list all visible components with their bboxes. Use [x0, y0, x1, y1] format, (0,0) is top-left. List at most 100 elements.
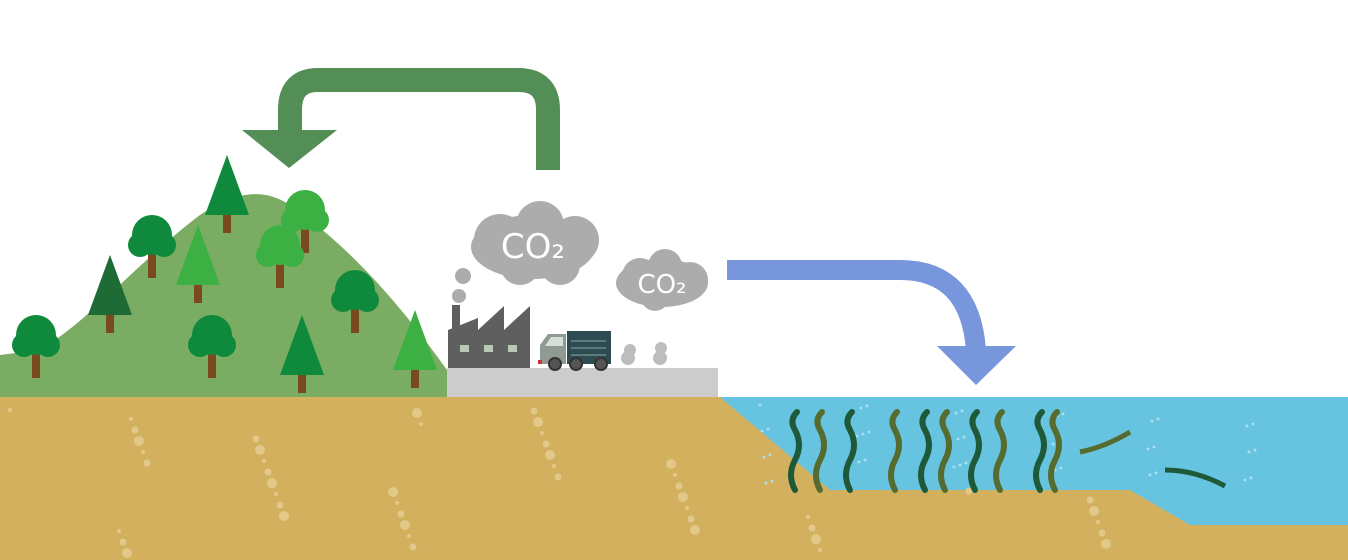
pine-crown	[88, 255, 132, 315]
pine-crown	[393, 310, 437, 370]
pebble	[545, 450, 555, 460]
sand-ground	[0, 397, 1348, 560]
tree-trunk	[223, 205, 231, 233]
smoke-puff	[452, 289, 466, 303]
tree-crown	[152, 233, 176, 257]
co2-label-small: CO₂	[637, 270, 686, 300]
pine-crown	[280, 315, 324, 375]
tree-trunk	[298, 365, 306, 393]
seaweed-bed	[788, 409, 1227, 493]
tree	[281, 190, 329, 253]
tree-trunk	[351, 305, 359, 333]
pebble	[141, 450, 145, 454]
pebble	[811, 534, 821, 544]
seaweed	[938, 409, 952, 493]
bubble	[1251, 422, 1255, 426]
seaweed	[888, 409, 902, 493]
tree-trunk	[106, 305, 114, 333]
tree-trunk	[208, 350, 216, 378]
pebble	[687, 515, 695, 523]
bubble	[1247, 450, 1251, 454]
pine-crown	[176, 225, 220, 285]
pebble	[119, 538, 127, 546]
bubble	[1245, 424, 1249, 428]
pebble	[264, 468, 272, 476]
pebble	[131, 426, 139, 434]
pebble	[965, 487, 973, 495]
seaweed	[968, 409, 982, 493]
bubble	[1249, 476, 1253, 480]
absorption-arrow-to-ocean	[727, 260, 1016, 385]
co2-cloud-large: CO₂	[471, 201, 599, 285]
tree-crown	[331, 288, 355, 312]
pebble	[412, 408, 422, 418]
bubble	[1243, 478, 1247, 482]
bubble	[1156, 417, 1160, 421]
bubble	[859, 406, 863, 410]
pebble	[690, 525, 700, 535]
bubble	[758, 403, 762, 407]
tree-crown	[128, 233, 152, 257]
bubble	[1061, 412, 1065, 416]
pebble	[673, 473, 677, 477]
bubble	[962, 435, 966, 439]
tree-crown	[305, 208, 329, 232]
pebble	[678, 492, 688, 502]
tree-crown	[281, 208, 305, 232]
sand-pebbles	[8, 407, 1111, 558]
pebble	[1096, 520, 1100, 524]
pebble	[117, 529, 121, 533]
pebble	[818, 548, 822, 552]
pebble	[542, 440, 550, 448]
pebble	[540, 431, 544, 435]
factory	[448, 268, 530, 368]
bubble	[764, 481, 768, 485]
pebble	[530, 407, 538, 415]
pebble	[252, 435, 260, 443]
pebble	[808, 524, 816, 532]
pebble	[395, 501, 399, 505]
arrow-head-icon	[937, 346, 1016, 385]
pebble	[552, 464, 556, 468]
tree	[256, 225, 304, 288]
bubble	[762, 455, 766, 459]
pebble	[806, 515, 810, 519]
bubble	[865, 404, 869, 408]
pebble	[122, 548, 132, 558]
bubble	[855, 434, 859, 438]
bubble	[1154, 471, 1158, 475]
truck	[538, 331, 611, 371]
road	[447, 368, 718, 397]
seaweed	[788, 409, 802, 493]
tree-trunk	[301, 225, 309, 253]
pebble	[279, 511, 289, 521]
seaweed	[843, 409, 857, 493]
bubble	[1150, 419, 1154, 423]
seaweed-drifting	[1079, 429, 1132, 455]
bubble	[760, 429, 764, 433]
bubble	[964, 461, 968, 465]
pebble	[419, 422, 423, 426]
pebble	[255, 445, 265, 455]
pebble	[262, 459, 266, 463]
seaweed	[993, 409, 1007, 493]
pebble	[134, 436, 144, 446]
pine-crown	[205, 155, 249, 215]
tree-crown	[256, 243, 280, 267]
pebble	[129, 417, 133, 421]
bubble	[863, 458, 867, 462]
tree	[205, 155, 249, 233]
bubble	[867, 430, 871, 434]
pebble	[274, 492, 278, 496]
pebble	[1086, 496, 1094, 504]
pebble	[8, 408, 12, 412]
tree-crown	[188, 333, 212, 357]
pebble	[276, 501, 284, 509]
co2-cloud-small: CO₂	[616, 249, 708, 311]
tree	[188, 315, 236, 378]
bubble	[960, 409, 964, 413]
pebble	[267, 478, 277, 488]
exhaust-puffs	[621, 342, 667, 365]
pebble	[666, 459, 676, 469]
